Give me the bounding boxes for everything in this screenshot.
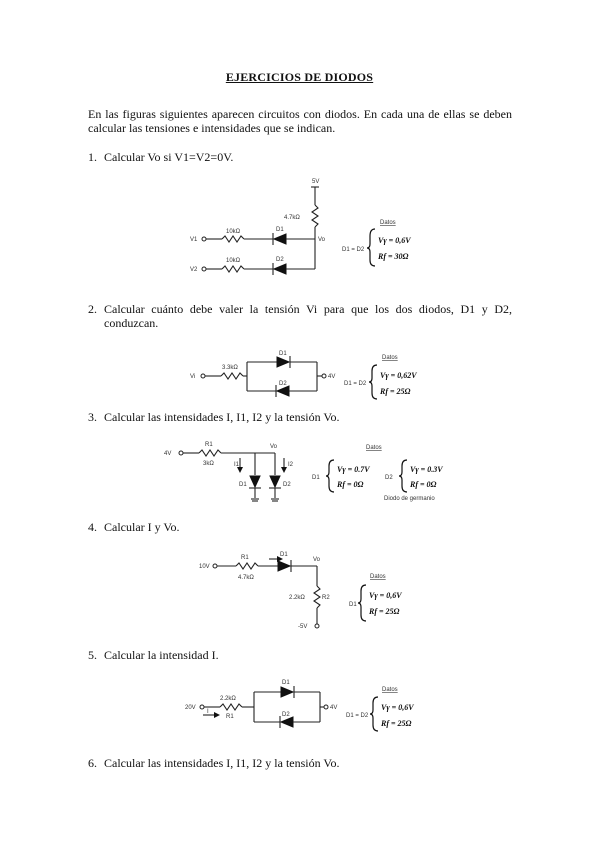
- circuit-3-d1-label: D1: [239, 482, 247, 488]
- circuit-5-right-voltage: 4V: [330, 705, 337, 711]
- circuit-5-eq1: Vγ = 0,6V: [381, 703, 414, 712]
- circuit-3-vo-label: Vo: [270, 444, 278, 450]
- circuit-5-r-name: R1: [226, 714, 234, 720]
- circuit-4-diode-ref: D1: [349, 602, 357, 608]
- exercise-text: Calcular Vo si V1=V2=0V.: [104, 150, 234, 164]
- circuit-4-eq2: Rf = 25Ω: [368, 607, 400, 616]
- circuit-5-wires: [199, 686, 329, 728]
- circuit-4-source-voltage: 10V: [199, 564, 210, 570]
- circuit-3-d1-ref: D1: [312, 475, 320, 481]
- circuit-3-i2-label: I2: [288, 462, 294, 468]
- exercise-number: 6.: [88, 756, 97, 770]
- circuit-1-datos: Datos: [380, 220, 396, 226]
- circuit-3-d1-eq1: Vγ = 0.7V: [337, 465, 370, 474]
- circuit-2-wires: [200, 356, 327, 397]
- circuit-4-vo-label: Vo: [313, 557, 321, 563]
- circuit-2-brace: [368, 364, 378, 400]
- exercise-number: 3.: [88, 410, 97, 424]
- exercise-5: 5. Calcular la intensidad I.: [88, 648, 512, 662]
- circuit-2-vi-label: Vi: [190, 374, 195, 380]
- circuit-4-wires: [212, 556, 321, 629]
- circuit-5-r-value: 2.2kΩ: [220, 696, 236, 702]
- intro-paragraph: En las figuras siguientes aparecen circu…: [88, 107, 512, 135]
- circuit-1-d2-label: D2: [276, 257, 284, 263]
- exercise-text: Calcular las intensidades I, I1, I2 y la…: [104, 756, 340, 770]
- circuit-1-brace: [366, 228, 376, 267]
- exercise-1: 1. Calcular Vo si V1=V2=0V.: [88, 150, 512, 164]
- circuit-3-d1-eq2: Rf = 0Ω: [336, 480, 364, 489]
- circuit-4-r2-value: 2.2kΩ: [289, 595, 305, 601]
- exercise-text: Calcular la intensidad I.: [104, 648, 219, 662]
- document-title: EJERCICIOS DE DIODOS: [225, 70, 374, 84]
- circuit-1-vo-label: Vo: [318, 237, 326, 243]
- circuit-4-r2-name: R2: [322, 595, 330, 601]
- circuit-4-d1-label: D1: [280, 552, 288, 558]
- circuit-2-r-label: 3.3kΩ: [222, 365, 238, 371]
- exercise-4: 4. Calcular I y Vo.: [88, 520, 512, 534]
- circuit-2-datos: Datos: [382, 355, 398, 361]
- exercise-text: Calcular I y Vo.: [104, 520, 180, 534]
- circuit-4-datos: Datos: [370, 574, 386, 580]
- circuit-1-eq2: Rf = 30Ω: [377, 252, 409, 261]
- exercise-text: Calcular cuánto debe valer la tensión Vi…: [104, 302, 512, 330]
- circuit-2-eq1: Vγ = 0,62V: [380, 371, 417, 380]
- circuit-2-right-voltage: 4V: [328, 374, 335, 380]
- circuit-3-note: Diodo de germanio: [384, 496, 435, 502]
- circuit-5-d1-label: D1: [282, 680, 290, 686]
- circuit-3-i1-label: I1: [234, 462, 240, 468]
- circuit-4-brace: [357, 584, 367, 622]
- circuit-3-datos: Datos: [366, 445, 382, 451]
- circuit-1-eq1: Vγ = 0,6V: [378, 236, 411, 245]
- circuit-5-brace: [369, 696, 379, 732]
- circuit-1-v1-label: V1: [190, 237, 198, 243]
- circuit-3-d2-ref: D2: [385, 475, 393, 481]
- circuit-3-d2-label: D2: [283, 482, 291, 488]
- circuit-5-datos: Datos: [382, 687, 398, 693]
- circuit-5-diode-ref: D1 = D2: [346, 713, 369, 719]
- circuit-1-wires: [201, 186, 319, 275]
- circuit-2-diode-ref: D1 = D2: [344, 381, 367, 387]
- circuit-4-eq1: Vγ = 0,6V: [369, 591, 402, 600]
- circuit-3-r-value: 3kΩ: [203, 461, 214, 467]
- circuit-4-bottom-voltage: -5V: [298, 624, 307, 630]
- circuit-3-source-voltage: 4V: [164, 451, 171, 457]
- circuit-5-i-label: I: [207, 709, 209, 715]
- circuit-1-r-top-label: 4.7kΩ: [284, 215, 300, 221]
- exercise-number: 5.: [88, 648, 97, 662]
- exercise-number: 4.: [88, 520, 97, 534]
- circuit-2-d1-label: D1: [279, 351, 287, 357]
- exercise-6: 6. Calcular las intensidades I, I1, I2 y…: [88, 756, 512, 770]
- circuit-3-d2-eq2: Rf = 0Ω: [409, 480, 437, 489]
- circuit-4-r1-name: R1: [241, 555, 249, 561]
- circuit-1-r2-label: 10kΩ: [226, 258, 241, 264]
- circuit-2-eq2: Rf = 25Ω: [379, 387, 411, 396]
- circuit-3-d1-brace: [325, 459, 335, 493]
- exercise-number: 2.: [88, 302, 97, 316]
- circuit-5-d2-label: D2: [282, 712, 290, 718]
- circuit-1-r1-label: 10kΩ: [226, 229, 241, 235]
- exercise-number: 1.: [88, 150, 97, 164]
- circuit-5-eq2: Rf = 25Ω: [380, 719, 412, 728]
- circuit-1-v2-label: V2: [190, 267, 198, 273]
- circuit-1-d1-label: D1: [276, 227, 284, 233]
- circuit-3-d2-brace: [398, 459, 408, 493]
- circuit-1-top-voltage: 5V: [312, 179, 319, 185]
- circuit-3-r-name: R1: [205, 442, 213, 448]
- circuit-5-source-voltage: 20V: [185, 705, 196, 711]
- circuit-3-d2-eq1: Vγ = 0.3V: [410, 465, 443, 474]
- circuit-1-diode-ref: D1 = D2: [342, 247, 365, 253]
- exercise-text: Calcular las intensidades I, I1, I2 y la…: [104, 410, 340, 424]
- circuit-4-r1-value: 4.7kΩ: [238, 575, 254, 581]
- exercise-3: 3. Calcular las intensidades I, I1, I2 y…: [88, 410, 512, 424]
- circuit-3-wires: [178, 449, 287, 502]
- circuit-2-d2-label: D2: [279, 381, 287, 387]
- exercise-2: 2. Calcular cuánto debe valer la tensión…: [88, 302, 512, 330]
